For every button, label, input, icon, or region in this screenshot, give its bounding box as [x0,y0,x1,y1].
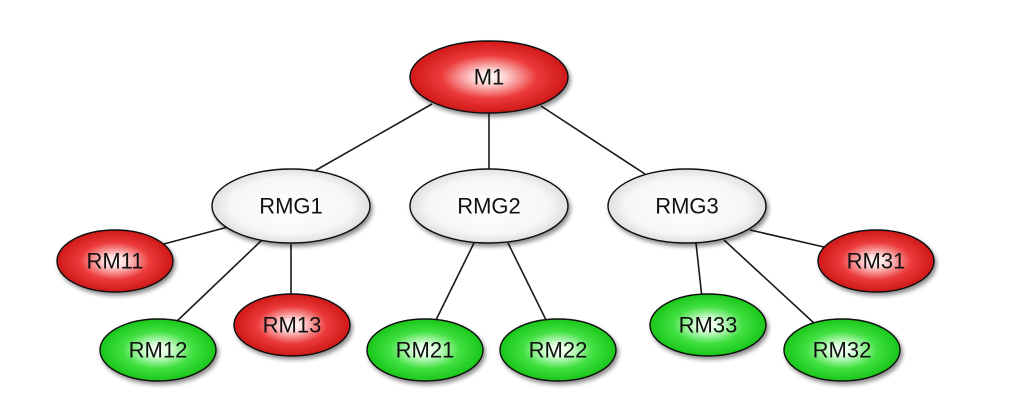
node-rm11[interactable]: RM11 [56,229,174,293]
node-rmg1-shape [211,168,371,244]
edge-m1-rmg1 [310,103,433,174]
node-rmg3-shape [607,168,767,244]
edge-rmg1-rm11 [159,226,229,246]
node-rm33-shape [649,293,767,357]
node-m1[interactable]: M1 [409,40,569,114]
node-rm12-shape [99,318,217,382]
node-rm13-shape [233,293,351,357]
node-rm21-label: RM21 [396,338,455,363]
node-rmg2-shape [409,168,569,244]
node-rm21-shape [366,318,484,382]
node-rm12-label: RM12 [129,338,188,363]
node-rm13[interactable]: RM13 [233,293,351,357]
edge-m1-rmg3 [540,105,646,175]
edge-rmg1-rm12 [174,239,263,324]
node-rm22-shape [499,318,617,382]
node-m1-label: M1 [474,65,505,90]
edge-rmg3-rm32 [723,239,816,325]
node-rm32-shape [783,318,901,382]
node-m1-shape [409,40,569,114]
node-rm22[interactable]: RM22 [499,318,617,382]
node-rm31-shape [817,229,935,293]
node-rmg3[interactable]: RMG3 [607,168,767,244]
edge-layer [159,103,825,325]
node-rm31[interactable]: RM31 [817,229,935,293]
edge-rmg3-rm31 [749,229,825,248]
node-rmg2-label: RMG2 [457,194,521,219]
node-rm11-label: RM11 [86,249,143,274]
edge-rmg2-rm22 [507,242,549,325]
node-rmg2[interactable]: RMG2 [409,168,569,244]
edge-rmg2-rm21 [433,242,475,325]
edge-rmg3-rm33 [695,242,703,299]
node-rm31-label: RM31 [847,249,906,274]
node-rm32-label: RM32 [813,338,872,363]
node-rm32[interactable]: RM32 [783,318,901,382]
node-rmg3-label: RMG3 [655,194,719,219]
node-rm21[interactable]: RM21 [366,318,484,382]
node-rm33-label: RM33 [679,313,738,338]
node-rm11-shape [56,229,174,293]
node-rmg1-label: RMG1 [259,194,323,219]
node-rm33[interactable]: RM33 [649,293,767,357]
node-rm13-label: RM13 [263,313,322,338]
node-rm22-label: RM22 [529,338,588,363]
node-rm12[interactable]: RM12 [99,318,217,382]
node-rmg1[interactable]: RMG1 [211,168,371,244]
